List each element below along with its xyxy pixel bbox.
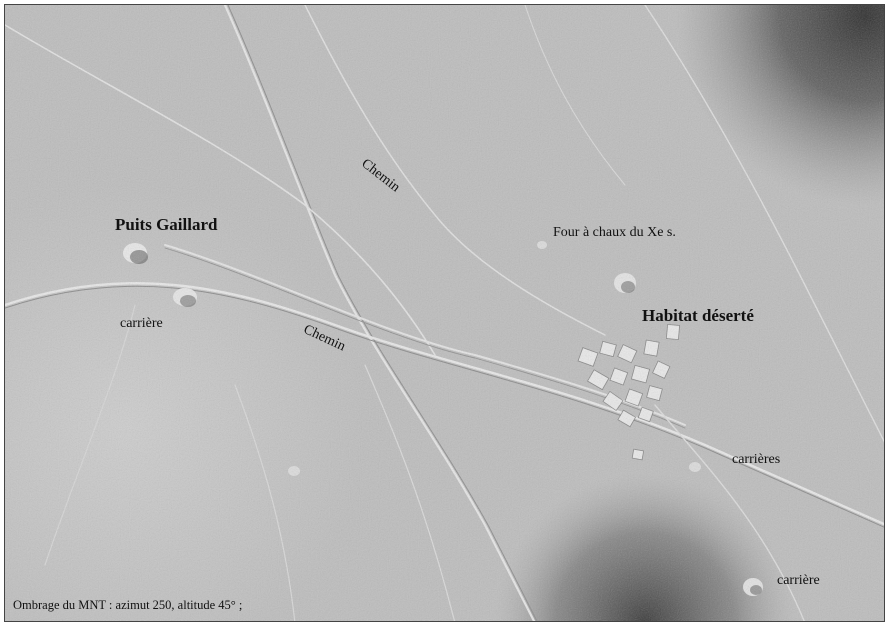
label-puits-gaillard: Puits Gaillard bbox=[115, 215, 218, 234]
label-carriere-left: carrière bbox=[120, 316, 163, 331]
terrain-grain bbox=[5, 5, 884, 621]
label-habitat-deserte: Habitat déserté bbox=[642, 306, 754, 325]
hillshade-map: Puits Gaillard carrière Chemin Chemin Fo… bbox=[4, 4, 885, 622]
terrain-relief bbox=[5, 5, 884, 621]
label-carrieres-right: carrières bbox=[732, 452, 781, 467]
label-carriere-bottom: carrière bbox=[777, 573, 820, 588]
label-four-a-chaux: Four à chaux du Xe s. bbox=[553, 225, 676, 240]
map-caption: Ombrage du MNT : azimut 250, altitude 45… bbox=[13, 598, 243, 612]
